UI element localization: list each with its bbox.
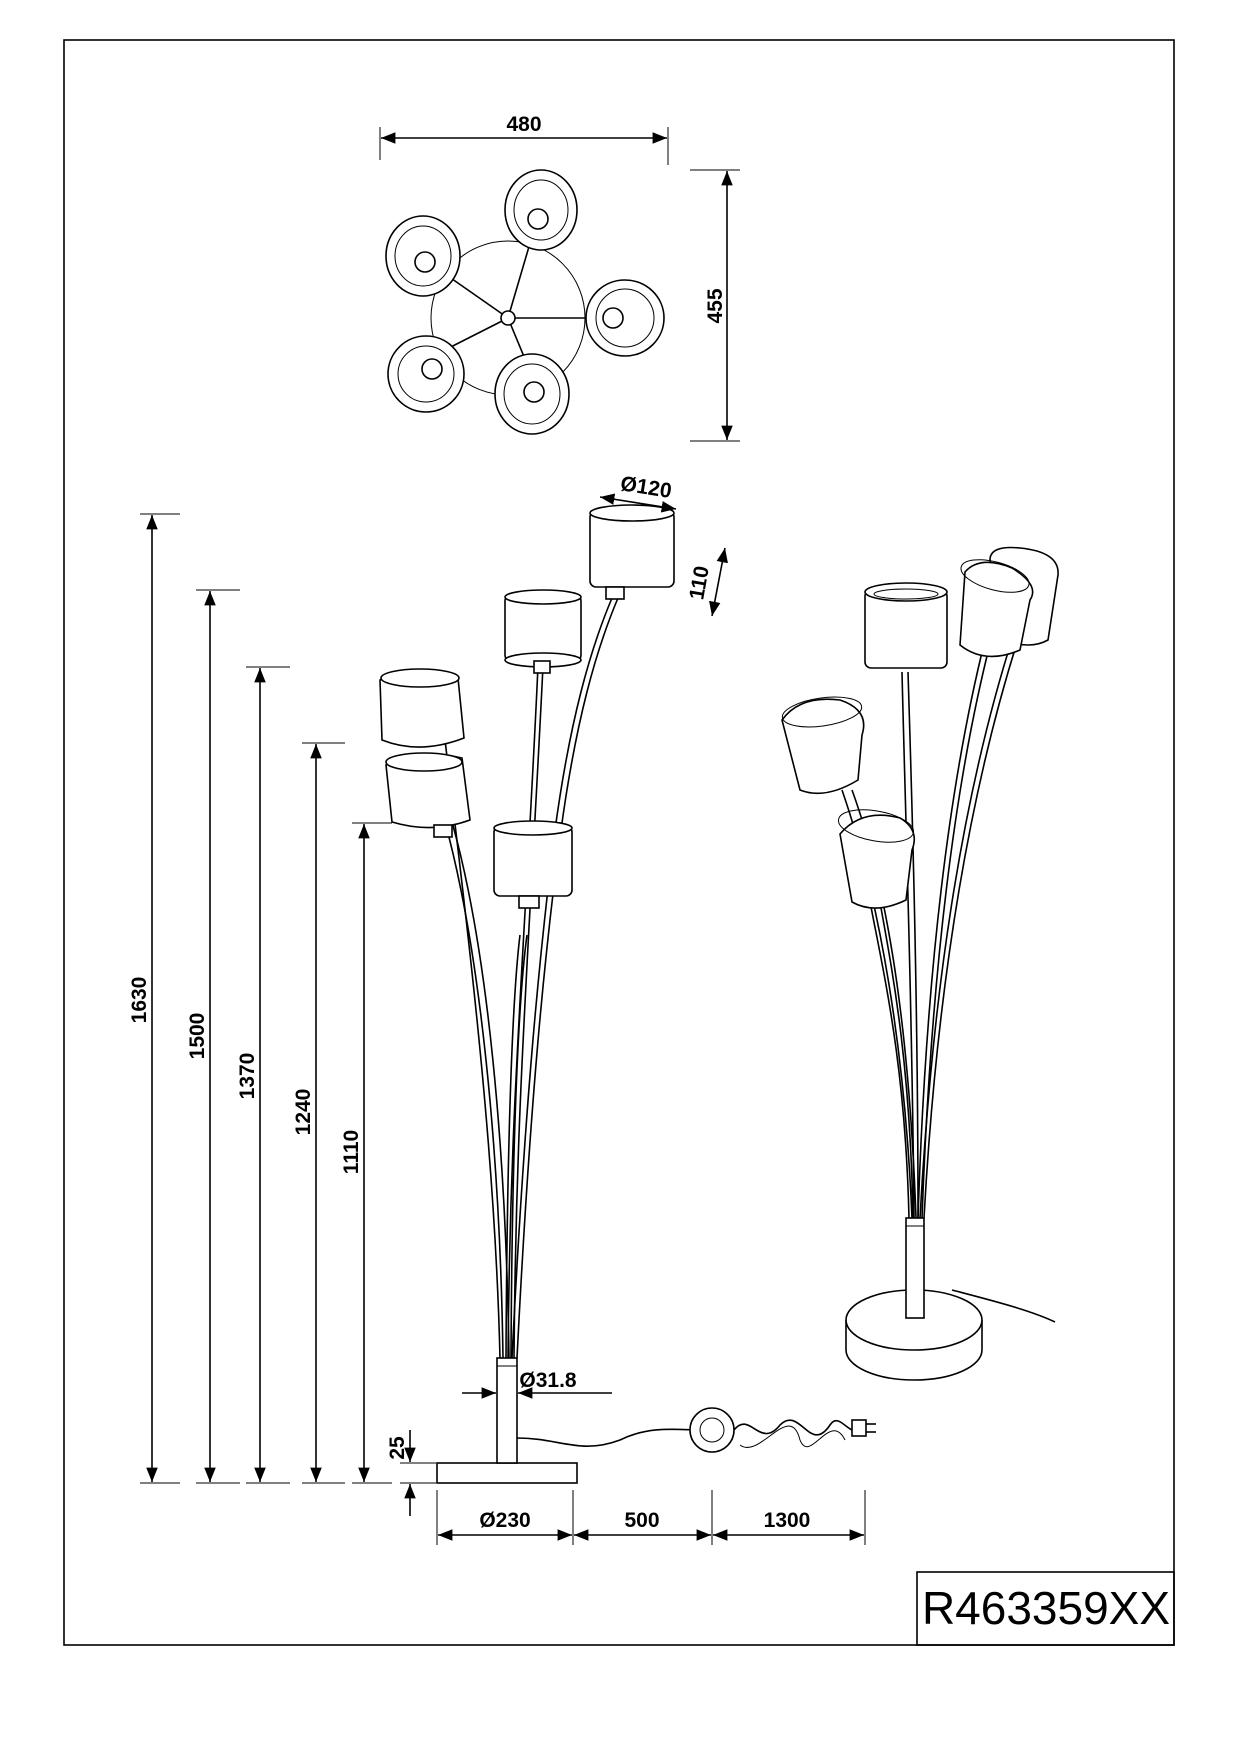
dim-shade-diameter: Ø120 bbox=[599, 472, 677, 513]
dim-height-1: 1630 bbox=[128, 513, 180, 1484]
dim-bottom-chain: Ø230 500 1300 bbox=[436, 1490, 866, 1545]
shade-top-1 bbox=[504, 169, 578, 251]
shade-top-4 bbox=[387, 335, 465, 413]
top-view bbox=[385, 169, 665, 435]
dim-label-top-depth: 455 bbox=[704, 288, 727, 323]
dim-label-base-diameter: Ø230 bbox=[479, 1509, 530, 1532]
dim-label-top-width: 480 bbox=[506, 113, 541, 136]
front-view bbox=[379, 504, 876, 1484]
shade-front-1 bbox=[589, 504, 675, 600]
dim-label-height-2: 1500 bbox=[186, 1013, 209, 1060]
dim-height-5: 1110 bbox=[340, 822, 392, 1484]
dim-label-base-thickness: 25 bbox=[386, 1436, 409, 1460]
dim-label-shade-height: 110 bbox=[685, 564, 714, 601]
dim-label-stem-diameter: Ø31.8 bbox=[519, 1369, 577, 1392]
shade-persp-3 bbox=[959, 559, 1034, 658]
dim-shade-height: 110 bbox=[685, 547, 728, 617]
shade-front-2 bbox=[504, 589, 582, 674]
dim-height-2: 1500 bbox=[186, 589, 240, 1484]
dim-label-shade-diameter: Ø120 bbox=[619, 472, 673, 503]
dim-label-height-1: 1630 bbox=[128, 977, 151, 1024]
shade-front-3 bbox=[379, 668, 465, 748]
product-code-box: R463359XX bbox=[916, 1571, 1175, 1646]
shade-persp-5 bbox=[837, 809, 916, 909]
shade-persp-1 bbox=[864, 582, 948, 669]
dim-top-width: 480 bbox=[379, 113, 669, 165]
dim-height-3: 1370 bbox=[236, 666, 290, 1484]
dim-label-cable-to-switch: 500 bbox=[624, 1509, 659, 1532]
dim-stem-diameter: Ø31.8 bbox=[462, 1369, 612, 1399]
perspective-view bbox=[781, 546, 1059, 1381]
dim-base-thickness: 25 bbox=[386, 1430, 436, 1516]
shade-top-2 bbox=[385, 215, 461, 297]
dim-label-height-3: 1370 bbox=[236, 1053, 259, 1100]
shade-persp-4 bbox=[781, 696, 865, 795]
dim-label-height-5: 1110 bbox=[340, 1130, 363, 1174]
shade-top-3 bbox=[585, 279, 665, 357]
shade-front-4 bbox=[385, 752, 471, 838]
dim-top-depth: 455 bbox=[690, 169, 740, 442]
shade-front-5 bbox=[493, 820, 573, 909]
shade-top-5 bbox=[494, 353, 570, 435]
product-code: R463359XX bbox=[922, 1582, 1170, 1634]
dim-label-cable-to-plug: 1300 bbox=[764, 1509, 811, 1532]
dim-height-4: 1240 bbox=[292, 742, 345, 1484]
sheet-frame bbox=[63, 39, 1175, 1646]
dim-label-height-4: 1240 bbox=[292, 1089, 315, 1136]
